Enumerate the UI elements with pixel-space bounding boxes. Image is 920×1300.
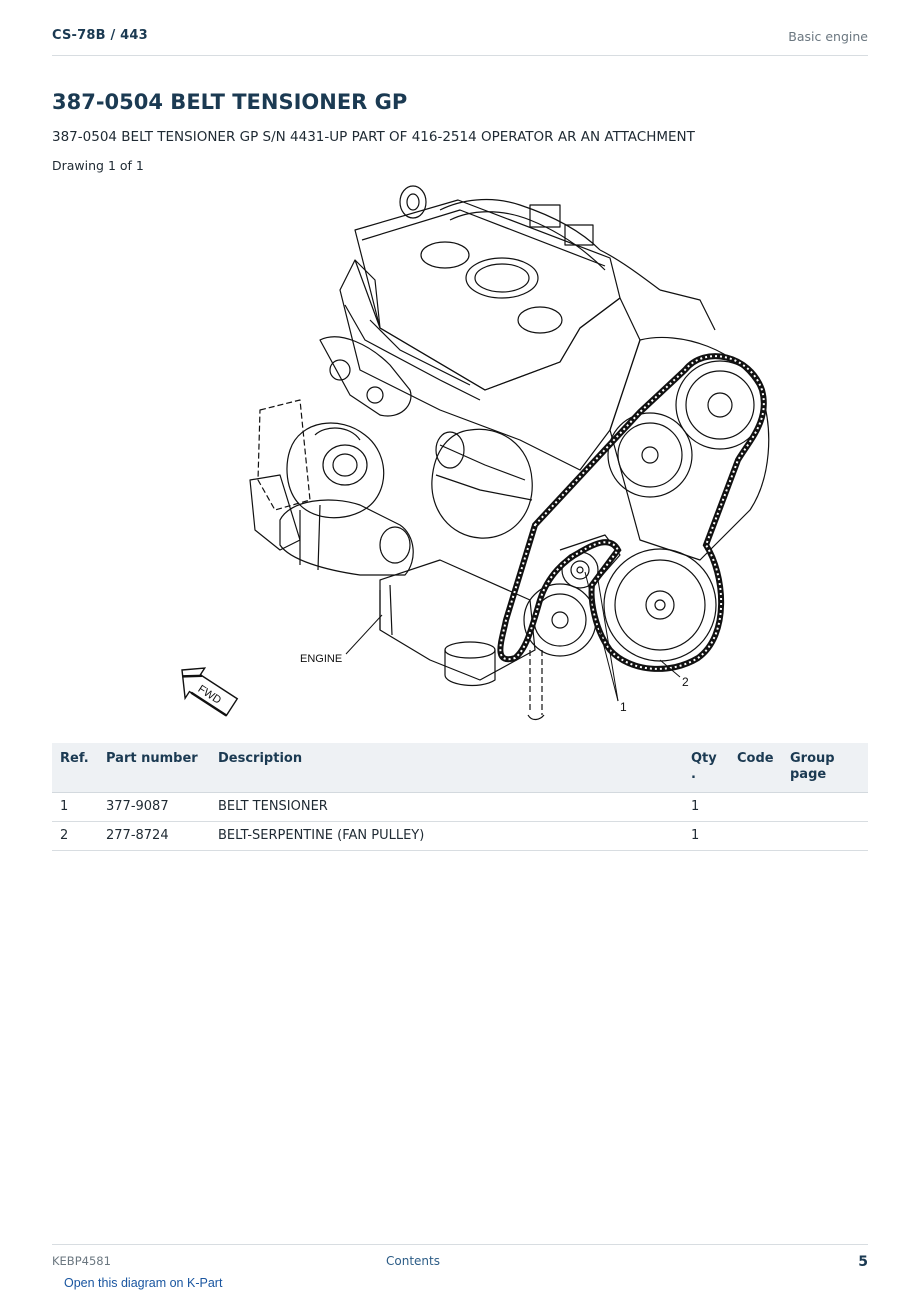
header-code: Code <box>729 743 782 793</box>
cell-ref: 2 <box>52 821 98 851</box>
page-number: 5 <box>858 1254 868 1270</box>
header-description: Description <box>210 743 683 793</box>
lifting-eye <box>399 185 427 219</box>
callout-2-leader <box>659 659 681 678</box>
cell-qty: 1 <box>683 792 729 822</box>
page-header: CS-78B / 443 Basic engine <box>52 28 868 56</box>
page-subtitle: 387-0504 BELT TENSIONER GP S/N 4431-UP P… <box>52 129 695 145</box>
cell-group-page <box>782 792 868 822</box>
header-ref: Ref. <box>52 743 98 793</box>
cell-code <box>729 821 782 851</box>
alternator <box>431 428 533 539</box>
table-row: 2 277-8724 BELT-SERPENTINE (FAN PULLEY) … <box>52 821 868 851</box>
starter-motor <box>279 499 414 576</box>
engine-label: ENGINE <box>300 653 342 665</box>
cell-description: BELT TENSIONER <box>210 792 683 822</box>
contents-link[interactable]: Contents <box>386 1254 440 1268</box>
cell-qty: 1 <box>683 821 729 851</box>
table-row: 1 377-9087 BELT TENSIONER 1 <box>52 792 868 822</box>
page-footer: KEBP4581 Contents 5 <box>52 1244 868 1274</box>
header-part-number: Part number <box>98 743 210 793</box>
cell-ref: 1 <box>52 792 98 822</box>
cell-group-page <box>782 821 868 851</box>
table-header-row: Ref. Part number Description Qty . Code … <box>52 743 868 793</box>
engine-belt-diagram: FWD ENGINE 1 2 <box>181 185 770 721</box>
valve-cover <box>354 199 621 391</box>
document-id: KEBP4581 <box>52 1254 111 1268</box>
cell-code <box>729 792 782 822</box>
fwd-arrow: FWD <box>181 667 239 717</box>
oil-filter <box>444 650 496 687</box>
turbocharger <box>286 422 385 519</box>
header-group-page: Group page <box>782 743 868 793</box>
parts-table: Ref. Part number Description Qty . Code … <box>52 743 868 851</box>
kpart-diagram-link[interactable]: Open this diagram on K-Part <box>64 1276 223 1290</box>
section-name: Basic engine <box>788 29 868 44</box>
callout-1: 1 <box>620 700 627 714</box>
callout-1-leader <box>584 571 619 702</box>
cell-part-number: 377-9087 <box>98 792 210 822</box>
water-pump-pulley <box>607 412 693 498</box>
engine-leader-line <box>345 614 383 655</box>
crankshaft-pulley <box>603 548 717 662</box>
model-breadcrumb: CS-78B / 443 <box>52 28 148 43</box>
page-title: 387-0504 BELT TENSIONER GP <box>52 90 408 114</box>
drawing-count: Drawing 1 of 1 <box>52 158 144 173</box>
header-qty: Qty . <box>683 743 729 793</box>
callout-2: 2 <box>682 675 689 689</box>
cell-part-number: 277-8724 <box>98 821 210 851</box>
cell-description: BELT-SERPENTINE (FAN PULLEY) <box>210 821 683 851</box>
